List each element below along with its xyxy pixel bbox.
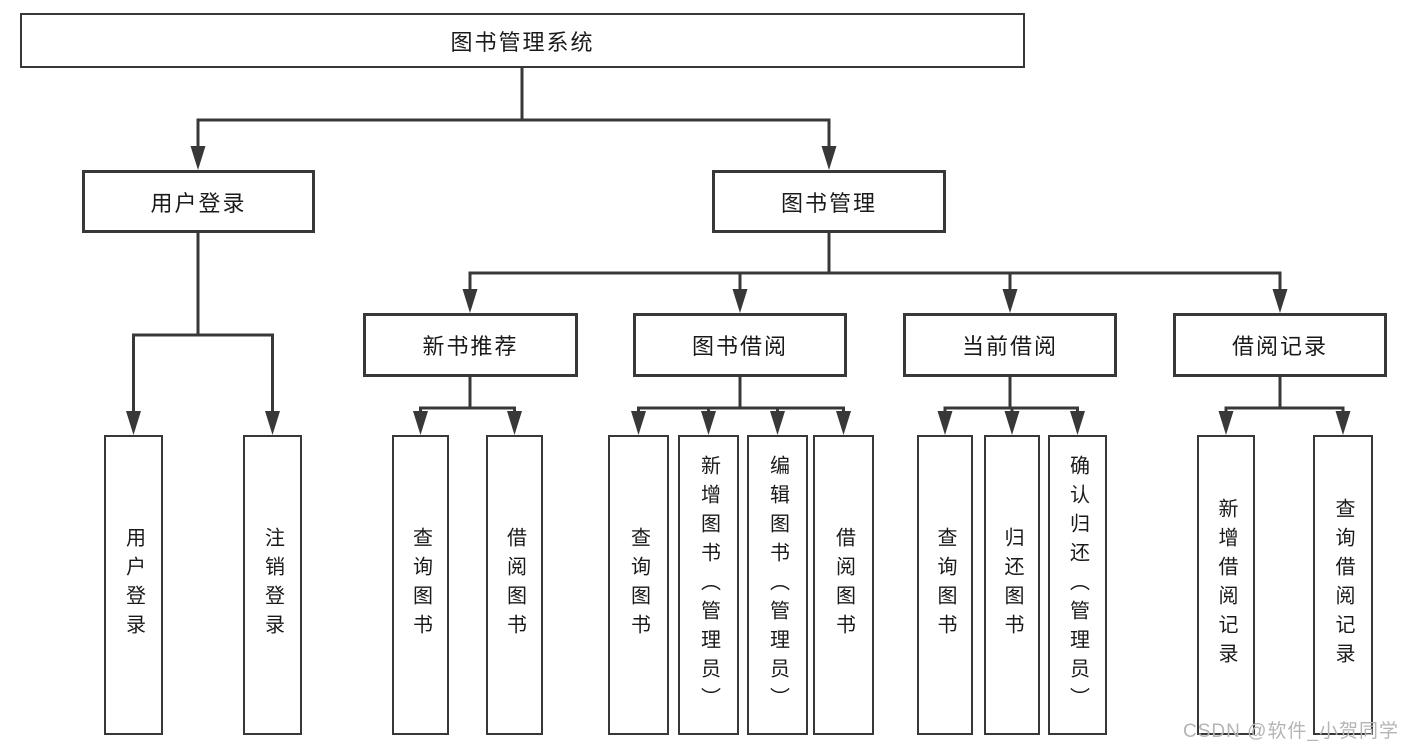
node-logout-label: 注销登录: [261, 527, 284, 643]
node-cb-query-books-label: 查询图书: [934, 527, 956, 643]
node-nbr-borrow-books: 借阅图书: [486, 435, 543, 735]
node-bb-edit-books-admin-label: 编辑图书（管理员）: [766, 454, 789, 716]
node-user-login-group: 用户登录: [82, 170, 315, 233]
node-user-login: 用户登录: [104, 435, 163, 735]
node-bb-query-books: 查询图书: [608, 435, 669, 735]
node-cb-query-books: 查询图书: [917, 435, 973, 735]
node-cb-confirm-return-admin: 确认归还（管理员）: [1048, 435, 1107, 735]
node-br-add-record-label: 新增借阅记录: [1215, 498, 1237, 672]
node-bb-add-books-admin-label: 新增图书（管理员）: [697, 454, 720, 716]
node-nbr-query-books: 查询图书: [392, 435, 449, 735]
node-br-add-record: 新增借阅记录: [1197, 435, 1255, 735]
node-book-borrow: 图书借阅: [633, 313, 847, 377]
node-br-query-record: 查询借阅记录: [1313, 435, 1373, 735]
node-cb-return-books-label: 归还图书: [1001, 527, 1023, 643]
node-cb-return-books: 归还图书: [984, 435, 1040, 735]
node-bb-query-books-label: 查询图书: [627, 527, 650, 643]
node-nbr-borrow-books-label: 借阅图书: [503, 527, 526, 643]
node-bb-edit-books-admin: 编辑图书（管理员）: [747, 435, 808, 735]
node-current-borrow: 当前借阅: [903, 313, 1117, 377]
node-book-management: 图书管理: [712, 170, 946, 233]
node-borrow-records: 借阅记录: [1173, 313, 1387, 377]
node-bb-borrow-books-label: 借阅图书: [832, 527, 855, 643]
node-new-book-recommend: 新书推荐: [363, 313, 578, 377]
node-library-management-system: 图书管理系统: [20, 13, 1025, 68]
node-br-query-record-label: 查询借阅记录: [1332, 498, 1354, 672]
node-user-login-label: 用户登录: [122, 527, 145, 643]
node-bb-add-books-admin: 新增图书（管理员）: [678, 435, 739, 735]
node-logout: 注销登录: [243, 435, 302, 735]
node-bb-borrow-books: 借阅图书: [813, 435, 874, 735]
node-nbr-query-books-label: 查询图书: [409, 527, 432, 643]
csdn-watermark: CSDN @软件_小贺同学: [1183, 721, 1399, 742]
node-cb-confirm-return-admin-label: 确认归还（管理员）: [1066, 454, 1089, 716]
